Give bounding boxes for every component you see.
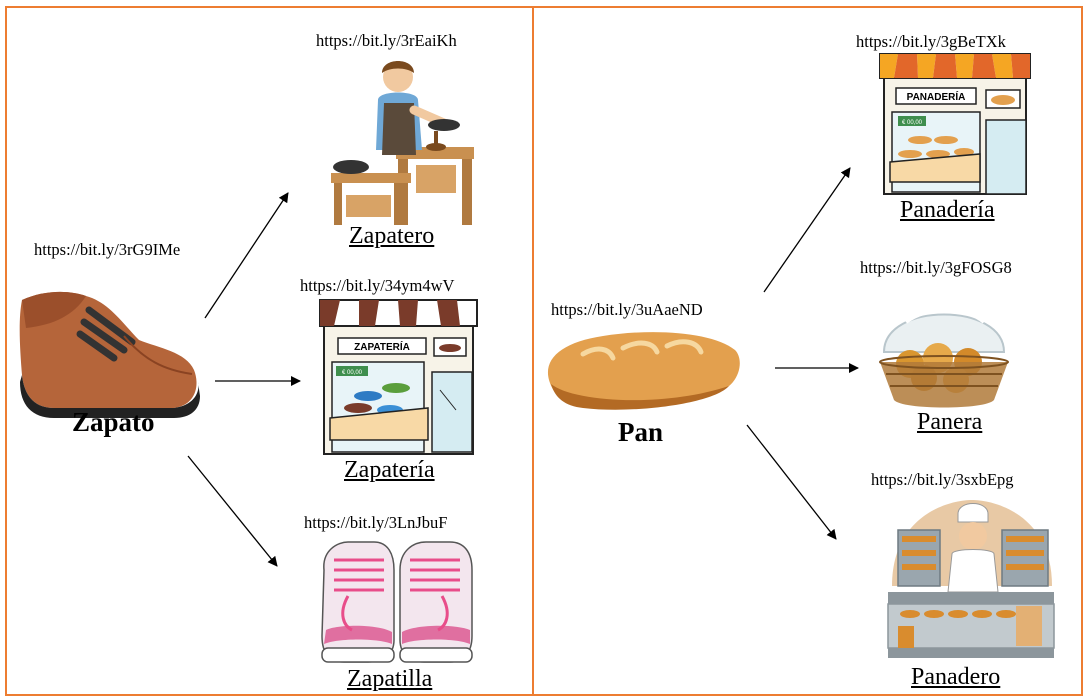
baker-icon: [887, 496, 1055, 660]
zapatilla-label[interactable]: Zapatilla: [347, 666, 433, 692]
zapateria-price-text: € 00,00: [342, 370, 363, 376]
arrow-pan-panadero: [746, 424, 837, 540]
bread-basket-icon: [876, 282, 1012, 412]
arrow-pan-panaderia: [763, 167, 851, 293]
panera-url[interactable]: https://bit.ly/3gFOSG8: [860, 258, 1012, 277]
panadero-url[interactable]: https://bit.ly/3sxbEpg: [871, 470, 1014, 489]
zapateria-label[interactable]: Zapatería: [344, 457, 435, 483]
zapatilla-url[interactable]: https://bit.ly/3LnJbuF: [304, 513, 448, 532]
zapatero-url[interactable]: https://bit.ly/3rEaiKh: [316, 31, 457, 50]
diagram-frame: [5, 6, 1083, 696]
pan-url[interactable]: https://bit.ly/3uAaeND: [551, 300, 703, 319]
zapateria-sign-text: ZAPATERÍA: [354, 340, 410, 353]
panadero-label[interactable]: Panadero: [911, 664, 1001, 690]
arrow-zapato-zapatilla: [187, 455, 278, 567]
panaderia-url[interactable]: https://bit.ly/3gBeTXk: [856, 32, 1006, 51]
panera-label[interactable]: Panera: [917, 409, 983, 435]
zapato-label: Zapato: [72, 407, 155, 437]
shoe-store-icon: ZAPATERÍA € 00,00: [319, 299, 478, 457]
column-divider: [532, 6, 534, 696]
panaderia-price-text: € 00,00: [902, 120, 923, 126]
panaderia-label[interactable]: Panadería: [900, 197, 995, 223]
bakery-icon: PANADERÍA € 00,00: [879, 53, 1031, 196]
zapateria-url[interactable]: https://bit.ly/34ym4wV: [300, 276, 455, 295]
arrow-zapato-zapatero: [204, 192, 289, 319]
pan-label: Pan: [618, 417, 664, 447]
shoe-icon: [14, 270, 204, 420]
shoemaker-icon: [326, 55, 476, 227]
zapato-url[interactable]: https://bit.ly/3rG9IMe: [34, 240, 181, 259]
zapatero-label[interactable]: Zapatero: [349, 223, 435, 249]
sneakers-icon: [318, 540, 476, 664]
bread-icon: [543, 328, 743, 410]
panaderia-sign-text: PANADERÍA: [907, 90, 966, 103]
